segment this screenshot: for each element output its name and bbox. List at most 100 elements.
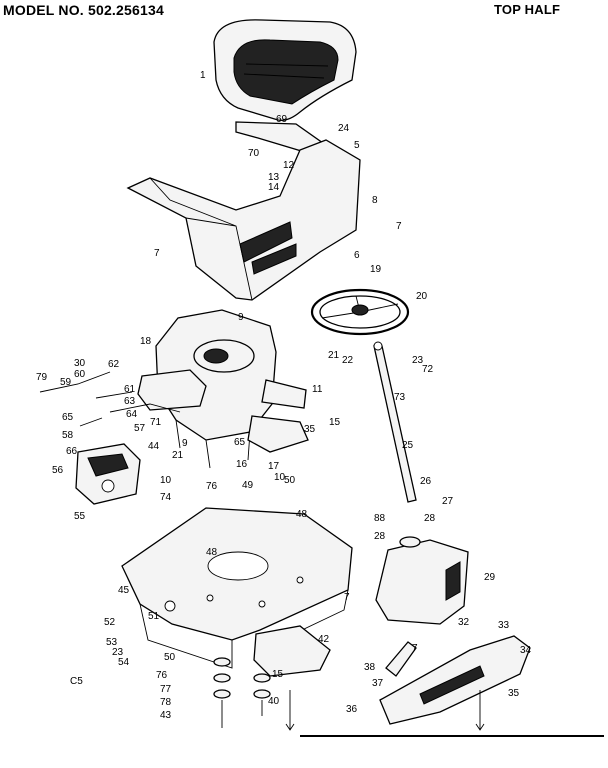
steering-shaft: [373, 341, 417, 503]
callout-label-12: 19: [370, 264, 382, 275]
callout-label-35: 60: [74, 369, 86, 380]
callout-label-22: 72: [422, 364, 434, 375]
callout-label-80: 7: [412, 643, 418, 654]
callout-label-61: 7: [344, 592, 350, 603]
callout-label-18: 35: [304, 424, 316, 435]
hardware-stack-right: [253, 673, 271, 716]
model-number-title: MODEL NO. 502.256134: [3, 2, 164, 18]
callout-label-7: 14: [268, 182, 280, 193]
callout-label-14: 9: [238, 312, 244, 323]
callout-label-48: 16: [236, 459, 248, 470]
callout-label-40: 58: [62, 430, 74, 441]
hardware-stack-left: [213, 657, 231, 728]
grille-bracket: [385, 641, 417, 677]
callout-label-15: 18: [140, 336, 152, 347]
drop-arrows: [285, 690, 485, 731]
callout-label-42: 66: [66, 446, 78, 457]
callout-label-11: 6: [354, 250, 360, 261]
front-plate: [253, 625, 331, 677]
starter-assembly: [75, 443, 141, 505]
callout-label-74: 40: [268, 696, 280, 707]
callout-label-44: 71: [150, 417, 162, 428]
callout-label-21: 23: [412, 355, 424, 366]
callout-label-5: 12: [283, 160, 295, 171]
callout-label-20: 22: [342, 355, 354, 366]
callout-label-66: 54: [118, 657, 130, 668]
callout-label-23: 73: [394, 392, 406, 403]
callout-label-27: 28: [424, 513, 436, 524]
callout-label-28: 88: [374, 513, 386, 524]
section-title: TOP HALF: [494, 2, 561, 17]
callout-label-47: 65: [234, 437, 246, 448]
callout-label-17: 15: [329, 417, 341, 428]
callout-label-13: 20: [416, 291, 428, 302]
callout-label-46: 21: [172, 450, 184, 461]
console: [375, 536, 469, 625]
callout-label-73: 42: [318, 634, 330, 645]
engine-mount-bracket: [261, 379, 307, 409]
callout-label-4: 70: [248, 148, 260, 159]
callout-label-9: 7: [396, 221, 402, 232]
callout-label-1: 69: [276, 114, 288, 125]
callout-label-69: 77: [160, 684, 172, 695]
callout-label-38: 64: [126, 409, 138, 420]
callout-label-55: 76: [206, 481, 218, 492]
callout-label-19: 21: [328, 350, 340, 361]
callout-label-10: 7: [154, 248, 160, 259]
callout-label-51: 10: [274, 472, 286, 483]
callout-label-30: 29: [484, 572, 496, 583]
frame: [121, 507, 353, 669]
seat: [213, 19, 357, 121]
callout-label-39: 65: [62, 412, 74, 423]
callout-label-77: 34: [520, 645, 532, 656]
throttle-linkage: [39, 371, 181, 427]
callout-label-64: 53: [106, 637, 118, 648]
callout-label-58: 55: [74, 511, 86, 522]
callout-label-60: 45: [118, 585, 130, 596]
page-code: C5: [70, 676, 83, 687]
hood-grille: [379, 635, 531, 725]
callout-label-36: 61: [124, 384, 136, 395]
callout-label-33: 79: [36, 372, 48, 383]
callout-label-53: 49: [242, 480, 254, 491]
callout-label-82: 36: [346, 704, 358, 715]
callout-label-52: 50: [284, 475, 296, 486]
callout-label-8: 8: [372, 195, 378, 206]
callout-label-76: 33: [498, 620, 510, 631]
callout-label-45: 9: [182, 438, 188, 449]
callout-label-78: 38: [364, 662, 376, 673]
callout-label-79: 37: [372, 678, 384, 689]
callout-label-68: 76: [156, 670, 168, 681]
callout-label-16: 11: [312, 384, 323, 395]
callout-label-37: 63: [124, 396, 136, 407]
steering-wheel: [310, 288, 410, 336]
callout-label-70: 78: [160, 697, 172, 708]
callout-label-62: 51: [148, 611, 160, 622]
side-mount-plate: [247, 415, 309, 453]
callout-label-26: 27: [442, 496, 454, 507]
callout-label-6: 13: [268, 172, 280, 183]
callout-label-71: 43: [160, 710, 172, 721]
callout-label-25: 26: [420, 476, 432, 487]
callout-label-63: 52: [104, 617, 116, 628]
callout-label-0: 1: [200, 70, 206, 81]
callout-label-59: 48: [206, 547, 218, 558]
callout-label-65: 23: [112, 647, 124, 658]
callout-label-67: 50: [164, 652, 176, 663]
fender: [126, 139, 361, 301]
callout-label-29: 28: [374, 531, 386, 542]
callout-label-72: 15: [272, 669, 284, 680]
callout-label-3: 5: [354, 140, 360, 151]
callout-label-41: 57: [134, 423, 146, 434]
callout-label-24: 25: [402, 440, 414, 451]
callout-label-56: 74: [160, 492, 172, 503]
callout-label-32: 62: [108, 359, 120, 370]
callout-label-54: 48: [296, 509, 308, 520]
callout-label-50: 10: [160, 475, 172, 486]
callout-label-81: 35: [508, 688, 520, 699]
callout-label-57: 56: [52, 465, 64, 476]
callout-label-31: 30: [74, 358, 86, 369]
callout-label-34: 59: [60, 377, 72, 388]
